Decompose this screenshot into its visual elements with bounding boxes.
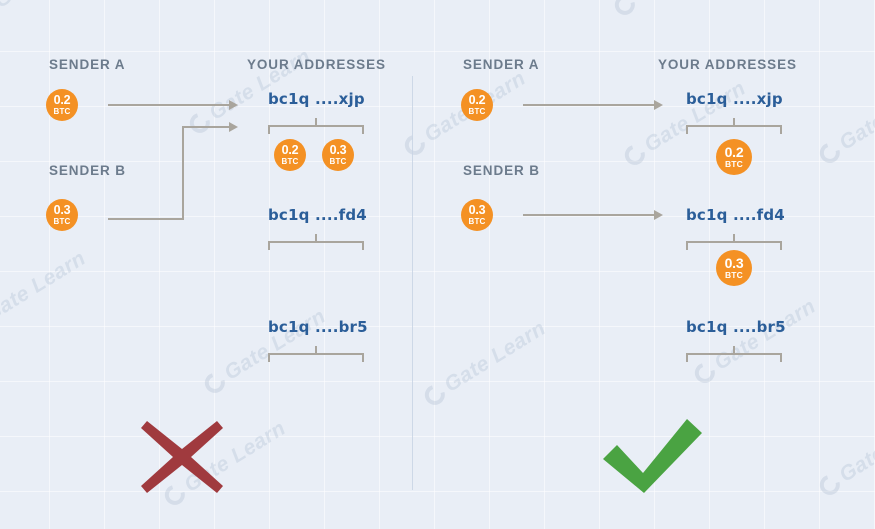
sender-a-coin: 0.2 BTC [46, 89, 78, 121]
coin-amount: 0.2 [724, 144, 744, 161]
address-label: bc1q ....br5 [686, 318, 786, 336]
utxo-coin: 0.3 BTC [322, 139, 354, 171]
arrow-sender-a [523, 100, 663, 110]
coin-amount: 0.3 [724, 255, 744, 272]
column-header-addresses: YOUR ADDRESSES [247, 57, 386, 72]
coin-unit: BTC [53, 106, 71, 116]
coin-unit: BTC [724, 270, 744, 281]
column-header-senders: SENDER A [463, 57, 540, 72]
column-header-addresses: YOUR ADDRESSES [658, 57, 797, 72]
arrow-sender-b-elbow [108, 122, 238, 220]
sender-b-label: SENDER B [463, 163, 540, 178]
address-bracket [686, 118, 782, 135]
coin-amount: 0.2 [468, 93, 486, 108]
arrow-sender-a [108, 100, 238, 110]
address-bracket [268, 346, 364, 363]
utxo-coin: 0.3 BTC [716, 250, 752, 286]
panel-good-practice: SENDER A YOUR ADDRESSES 0.2 BTC SENDER B… [413, 0, 875, 529]
sender-b-coin: 0.3 BTC [461, 199, 493, 231]
verdict-cross-icon [138, 418, 226, 501]
coin-unit: BTC [468, 106, 486, 116]
panel-bad-practice: SENDER A YOUR ADDRESSES 0.2 BTC SENDER B… [0, 0, 412, 529]
verdict-check-icon [603, 415, 703, 500]
utxo-coin: 0.2 BTC [274, 139, 306, 171]
address-label: bc1q ....fd4 [268, 206, 367, 224]
address-label: bc1q ....fd4 [686, 206, 785, 224]
coin-unit: BTC [724, 159, 744, 170]
address-label: bc1q ....xjp [686, 90, 783, 108]
column-header-senders: SENDER A [49, 57, 126, 72]
address-bracket [686, 346, 782, 363]
sender-b-coin: 0.3 BTC [46, 199, 78, 231]
coin-amount: 0.3 [53, 203, 71, 218]
arrow-sender-b [523, 210, 663, 220]
address-label: bc1q ....br5 [268, 318, 368, 336]
coin-amount: 0.3 [468, 203, 486, 218]
coin-amount: 0.2 [281, 143, 299, 158]
sender-b-label: SENDER B [49, 163, 126, 178]
coin-amount: 0.2 [53, 93, 71, 108]
address-bracket [268, 234, 364, 251]
coin-unit: BTC [281, 156, 299, 166]
address-bracket [268, 118, 364, 135]
address-bracket [686, 234, 782, 251]
coin-unit: BTC [53, 216, 71, 226]
address-label: bc1q ....xjp [268, 90, 365, 108]
coin-unit: BTC [329, 156, 347, 166]
panel-divider [412, 76, 413, 490]
utxo-coin: 0.2 BTC [716, 139, 752, 175]
coin-unit: BTC [468, 216, 486, 226]
sender-a-coin: 0.2 BTC [461, 89, 493, 121]
coin-amount: 0.3 [329, 143, 347, 158]
